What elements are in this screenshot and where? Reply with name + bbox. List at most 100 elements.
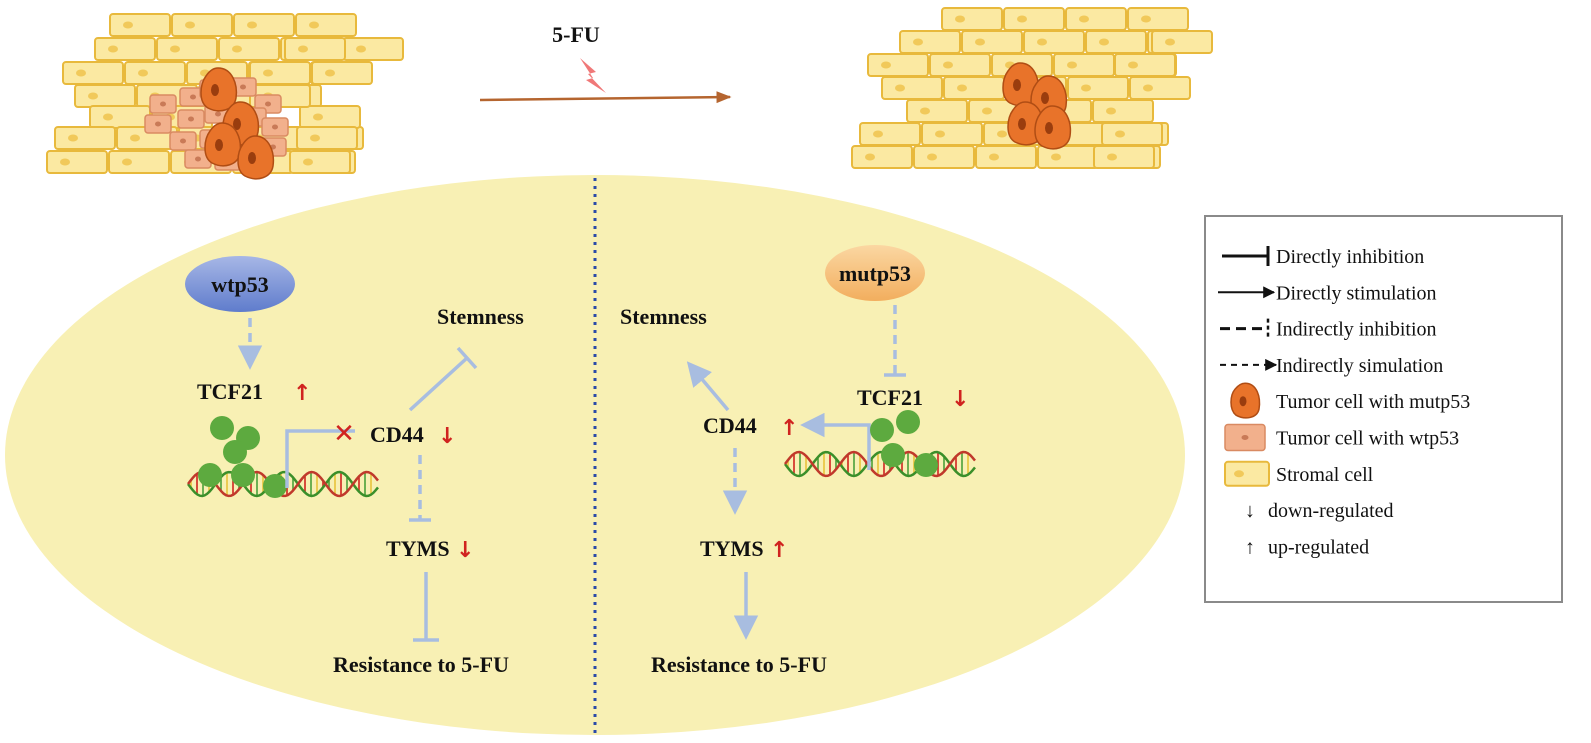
stromal-nucleus	[913, 38, 923, 46]
stromal-nucleus	[997, 130, 1007, 138]
stromal-cell	[1129, 76, 1191, 100]
right-resistance-label: Resistance to 5-FU	[651, 652, 827, 677]
stromal-nucleus	[957, 84, 967, 92]
tissue-after-treatment	[851, 7, 1213, 169]
stromal-cell	[913, 145, 975, 169]
legend-item: Tumor cell with wtp53	[1224, 423, 1459, 452]
right-tcf21-down-arrow: ↓	[951, 387, 969, 412]
stromal-cell	[867, 53, 929, 77]
legend-item: Indirectly simulation	[1220, 355, 1443, 377]
legend-label: Indirectly inhibition	[1276, 319, 1437, 341]
left-stemness-label: Stemness	[437, 304, 524, 329]
legend-item: Stromal cell	[1224, 460, 1374, 487]
stromal-nucleus	[982, 107, 992, 115]
legend-label: up-regulated	[1268, 536, 1369, 558]
right-stemness-label: Stemness	[620, 304, 707, 329]
legend-item: Directly stimulation	[1218, 282, 1437, 304]
tumor-nucleus	[1018, 118, 1026, 130]
right-dna-helix	[784, 450, 976, 478]
stromal-nucleus	[975, 38, 985, 46]
right-cd44-label: CD44	[703, 413, 757, 438]
stromal-nucleus	[1141, 15, 1151, 23]
tumor-nucleus	[1013, 79, 1021, 91]
stromal-cell	[1003, 7, 1065, 31]
stromal-nucleus	[1037, 38, 1047, 46]
stromal-cell	[1151, 30, 1213, 54]
stromal-nucleus	[88, 92, 98, 100]
stromal-cell	[943, 76, 1005, 100]
mutp53-label: mutp53	[839, 261, 911, 286]
stromal-nucleus	[1115, 130, 1125, 138]
stromal-cell	[284, 37, 346, 61]
legend-item: Indirectly inhibition	[1220, 318, 1437, 341]
left-tcf21-up-arrow: ↑	[293, 381, 311, 406]
stromal-cell	[1053, 53, 1115, 77]
stromal-nucleus	[313, 113, 323, 121]
wtp53-node	[185, 256, 295, 312]
stromal-cell	[1065, 7, 1127, 31]
stromal-cell	[109, 13, 171, 37]
stromal-cell	[1093, 145, 1155, 169]
tumor-nucleus	[215, 139, 223, 151]
stromal-nucleus	[943, 61, 953, 69]
wtp53-label: wtp53	[211, 272, 268, 297]
stromal-cell	[941, 7, 1003, 31]
tumor-nucleus	[211, 84, 219, 96]
stromal-nucleus	[1143, 84, 1153, 92]
stromal-nucleus	[1081, 84, 1091, 92]
stromal-nucleus	[68, 134, 78, 142]
stromal-cell	[54, 126, 116, 150]
tissue-before-treatment	[46, 13, 404, 180]
mutp53-node	[825, 245, 925, 301]
dna-strand	[784, 450, 976, 478]
stromal-nucleus	[935, 130, 945, 138]
tumor-nucleus	[248, 152, 256, 164]
stromal-nucleus	[356, 45, 366, 53]
lightning-icon	[580, 58, 606, 93]
left-block-mark: ✕	[333, 419, 355, 449]
stromal-cell	[295, 13, 357, 37]
legend-box	[1204, 215, 1563, 603]
legend-label: Tumor cell with wtp53	[1276, 428, 1459, 450]
stromal-cell	[299, 105, 361, 129]
legend-up-arrow-icon: ↑	[1245, 536, 1255, 558]
stromal-nucleus	[123, 21, 133, 29]
stromal-nucleus	[303, 158, 313, 166]
stromal-cell	[296, 126, 358, 150]
right-tcf21-label: TCF21	[857, 385, 923, 410]
stromal-nucleus	[989, 153, 999, 161]
legend-label: Indirectly simulation	[1276, 355, 1443, 377]
stromal-nucleus	[76, 69, 86, 77]
stromal-cell	[1067, 76, 1129, 100]
stromal-cell	[1127, 7, 1189, 31]
stromal-cell	[859, 122, 921, 146]
stromal-cell	[89, 105, 151, 129]
left-tyms-label: TYMS	[386, 536, 450, 561]
stromal-cell	[851, 145, 913, 169]
stromal-cell	[311, 61, 373, 85]
left-cd44-down-arrow: ↓	[438, 424, 456, 449]
stromal-nucleus	[130, 134, 140, 142]
left-tcf21-complex	[198, 416, 287, 498]
left-tcf21-label: TCF21	[197, 379, 263, 404]
legend-item: ↓down-regulated	[1245, 500, 1394, 522]
stromal-nucleus	[309, 21, 319, 29]
stromal-nucleus	[170, 45, 180, 53]
stromal-nucleus	[1099, 38, 1109, 46]
stromal-cell	[233, 13, 295, 37]
stromal-cell	[899, 30, 961, 54]
stromal-cell	[929, 53, 991, 77]
stromal-cell	[961, 30, 1023, 54]
left-promoter-line	[285, 429, 355, 488]
stromal-cell	[1092, 99, 1154, 123]
right-tyms-label: TYMS	[700, 536, 764, 561]
stromal-nucleus	[185, 21, 195, 29]
right-cd44-to-stemness-arrow	[686, 361, 730, 412]
stromal-nucleus	[1051, 153, 1061, 161]
stromal-nucleus	[865, 153, 875, 161]
stromal-nucleus	[232, 45, 242, 53]
left-cd44-inhibit-stemness	[408, 356, 469, 412]
stromal-nucleus	[955, 15, 965, 23]
stromal-cell	[881, 76, 943, 100]
left-tyms-down-arrow: ↓	[456, 538, 474, 563]
